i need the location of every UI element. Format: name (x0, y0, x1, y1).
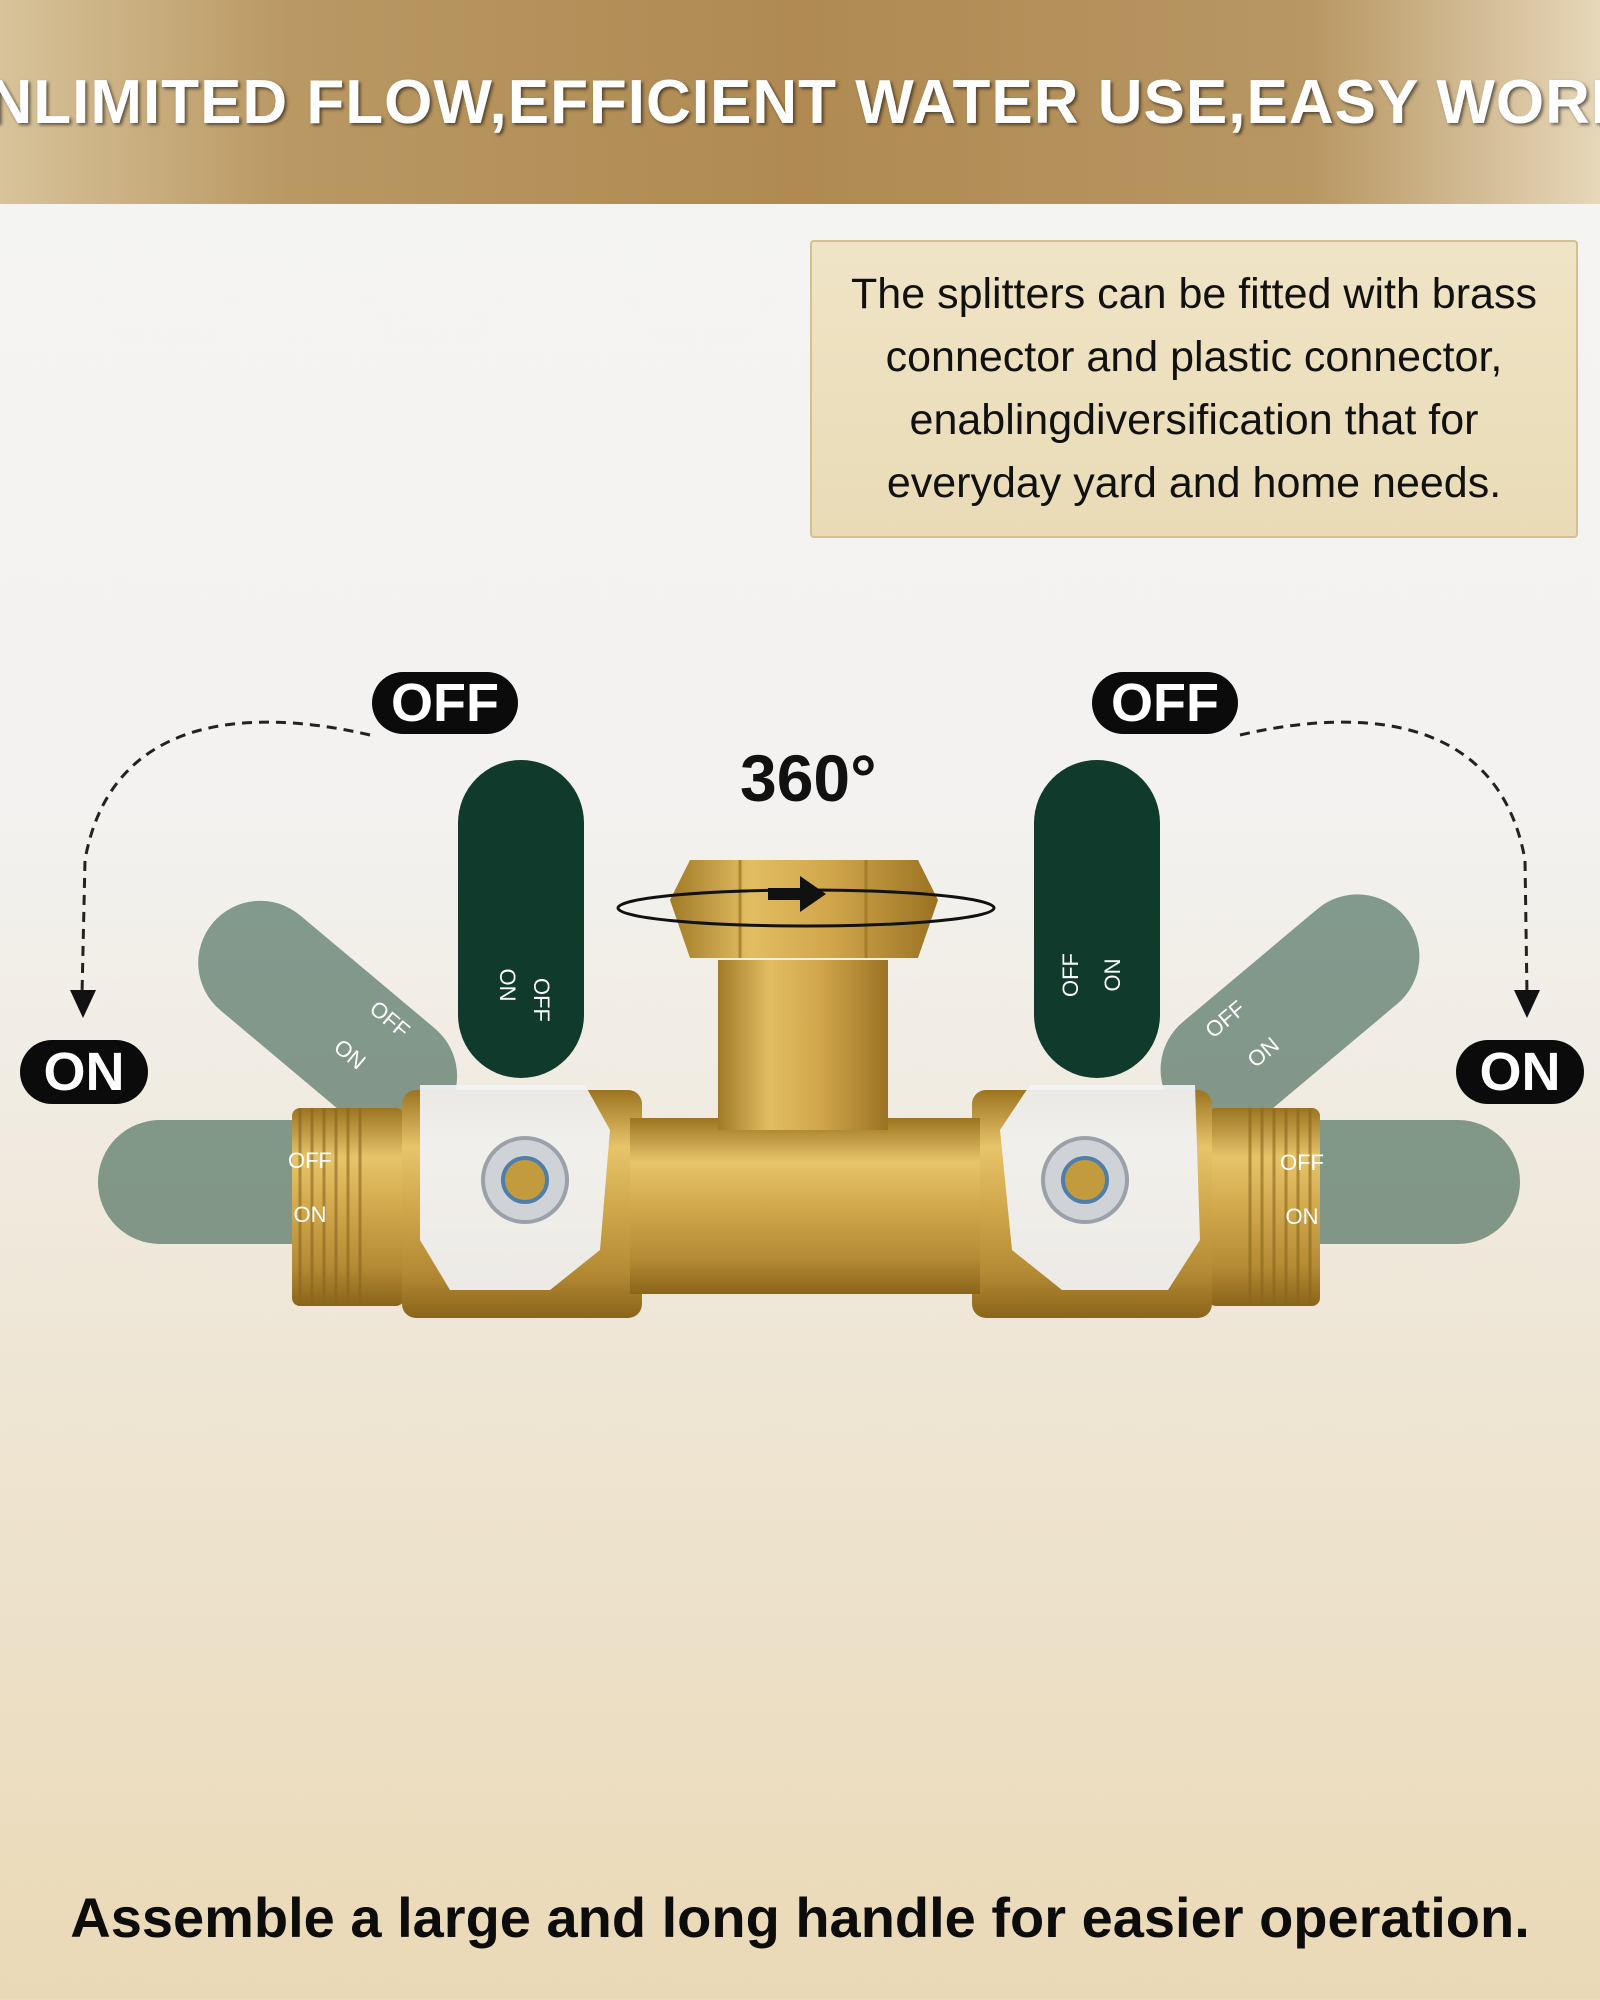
off-left-label: OFF (372, 672, 518, 734)
right-thread (1208, 1108, 1320, 1306)
on-left-label: ON (20, 1040, 148, 1104)
top-banner: UNLIMITED FLOW,EFFICIENT WATER USE,EASY … (0, 0, 1600, 204)
right-bolt-center (1061, 1156, 1109, 1204)
info-line: enablingdiversification that for (909, 396, 1479, 444)
info-line: everyday yard and home needs. (886, 459, 1502, 507)
info-box: The splitters can be fitted with brass c… (810, 240, 1578, 538)
arc-right-dashed (1239, 720, 1529, 996)
handle-right-mid-ghost (1160, 894, 1420, 1132)
arc-right-arrowhead (1514, 990, 1540, 1018)
handle-text-on: ON (1100, 959, 1125, 992)
handle-text-on: ON (1286, 1204, 1319, 1229)
splitter-illustration: OFF ON OFF ON OFF ON OFF ON OFF ON OFF O… (70, 720, 1540, 1318)
handle-right-off (1034, 760, 1160, 1078)
handle-text-on: ON (495, 969, 520, 1002)
rotation-label: 360° (740, 741, 877, 815)
handle-text-off: OFF (1058, 953, 1083, 997)
info-line: The splitters can be fitted with brass (851, 270, 1537, 318)
handle-left-off (458, 760, 584, 1078)
handle-left-mid-ghost (198, 900, 458, 1138)
center-pipe (630, 1118, 980, 1294)
off-right-label: OFF (1092, 672, 1238, 734)
banner-title: UNLIMITED FLOW,EFFICIENT WATER USE,EASY … (0, 67, 1600, 137)
rotation-arrow (768, 876, 826, 912)
arc-left-dashed (80, 720, 371, 996)
info-line: connector and plastic connector, (885, 333, 1503, 381)
handle-text-on: ON (294, 1202, 327, 1227)
handle-text-off: OFF (1280, 1150, 1324, 1175)
handle-text-off: OFF (529, 978, 554, 1022)
arc-left-arrowhead (70, 990, 96, 1018)
info-text: The splitters can be fitted with brass c… (851, 263, 1537, 515)
left-bolt-center (501, 1156, 549, 1204)
footer-caption: Assemble a large and long handle for eas… (70, 1886, 1530, 1949)
on-right-label: ON (1456, 1040, 1584, 1104)
tee-stem (718, 960, 888, 1130)
handle-text-off: OFF (288, 1148, 332, 1173)
